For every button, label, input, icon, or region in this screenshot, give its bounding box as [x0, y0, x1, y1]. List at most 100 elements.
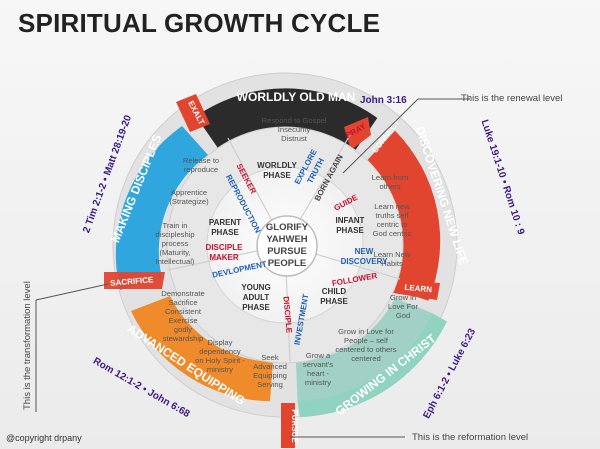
svg-text:Distrust: Distrust	[281, 134, 308, 143]
svg-text:PHASE: PHASE	[336, 226, 364, 235]
center-line-2: YAHWEH	[266, 234, 307, 245]
center-line-1: GLORIFY	[266, 222, 309, 233]
pursue-label: PURSUE	[290, 409, 299, 443]
svg-text:ministry: ministry	[305, 378, 331, 387]
band-bottom-left-arc	[131, 296, 273, 402]
svg-text:ministry: ministry	[207, 365, 233, 374]
svg-text:Demonstrate: Demonstrate	[161, 289, 204, 298]
band-bottom-right-inner	[296, 298, 433, 401]
svg-text:Serving: Serving	[257, 380, 283, 389]
center-line-4: PEOPLE	[268, 258, 307, 269]
ring-disciple-maker-2: MAKER	[209, 253, 239, 262]
ref-john: John 3:16	[360, 95, 407, 106]
svg-text:Respond to Gospel: Respond to Gospel	[261, 116, 326, 125]
phase-worldly: WORLDLY PHASE	[257, 161, 297, 180]
svg-text:(Maturity,: (Maturity,	[159, 248, 190, 257]
outer-text-seek: Seek Advanced Equipping Serving	[253, 353, 287, 389]
outer-text-release: Release to reproduce	[183, 156, 219, 174]
svg-text:discipleship: discipleship	[155, 230, 194, 239]
svg-text:process: process	[162, 239, 189, 248]
outer-text-demonstrate: Demonstrate Sacrifice Consistent Exercis…	[161, 289, 204, 343]
svg-text:Consistent: Consistent	[165, 307, 202, 316]
outer-text-grow-love-people: Grow in Love for People – self centered …	[335, 327, 396, 363]
svg-text:others: others	[379, 182, 400, 191]
ring-new: NEW	[355, 247, 374, 256]
svg-text:Advanced: Advanced	[253, 362, 287, 371]
svg-text:servant's: servant's	[303, 360, 333, 369]
ref-luke: Luke 19:1-10 • Rom 10 : 9	[479, 118, 527, 236]
transformation-text: This is the transformation level	[22, 281, 33, 410]
outer-text-apprentice: Apprentice (Strategize)	[169, 188, 209, 206]
svg-text:PHASE: PHASE	[211, 228, 239, 237]
sacrifice-tab	[104, 272, 165, 289]
outer-text-servant: Grow a servant's heart - ministry	[303, 351, 333, 387]
svg-text:Grow in: Grow in	[390, 293, 416, 302]
band-right-arc	[367, 130, 441, 301]
svg-text:truths self: truths self	[376, 211, 410, 220]
outer-text-learn-from: Learn from others	[372, 173, 409, 191]
renewal-annotation: This is the renewal level	[342, 93, 562, 174]
sacrifice-label: SACRIFICE	[110, 275, 154, 288]
svg-text:INFANT: INFANT	[336, 216, 365, 225]
svg-text:Equipping: Equipping	[253, 371, 287, 380]
center-text: GLORIFY YAHWEH PURSUE PEOPLE	[266, 222, 309, 269]
svg-text:Sacrifice: Sacrifice	[168, 298, 197, 307]
svg-text:Intellectual): Intellectual)	[156, 257, 195, 266]
ring-discovery: DISCOVERY	[341, 257, 388, 266]
svg-text:Display: Display	[208, 338, 233, 347]
svg-text:Insecurity: Insecurity	[278, 125, 311, 134]
svg-text:WORLDLY: WORLDLY	[257, 161, 297, 170]
exalt-tab	[176, 94, 210, 132]
outer-text-grow-love: Grow in Love For God	[388, 293, 418, 320]
svg-text:PARENT: PARENT	[209, 218, 241, 227]
phase-infant: INFANT PHASE	[336, 216, 365, 235]
band-left-arc	[115, 126, 208, 290]
phase-young-adult: YOUNG ADULT PHASE	[241, 283, 270, 312]
svg-text:godly: godly	[174, 325, 192, 334]
renewal-text: This is the renewal level	[461, 93, 562, 104]
svg-text:Learn from: Learn from	[372, 173, 409, 182]
center-circle	[256, 215, 318, 277]
svg-text:People – self: People – self	[344, 336, 389, 345]
ring-disciple: DISCIPLE	[281, 296, 293, 334]
svg-text:CHILD: CHILD	[322, 287, 347, 296]
reformation-annotation: This is the reformation level	[290, 432, 528, 443]
copyright-text: @copyright drpany	[6, 433, 82, 443]
learn-label: LEARN	[404, 283, 432, 294]
svg-text:centered to others: centered to others	[335, 345, 396, 354]
phase-child: CHILD PHASE	[320, 287, 348, 306]
svg-text:Grow in Love for: Grow in Love for	[338, 327, 394, 336]
svg-text:PHASE: PHASE	[320, 297, 348, 306]
center-line-3: PURSUE	[267, 246, 307, 257]
svg-text:Apprentice: Apprentice	[171, 188, 207, 197]
svg-text:(Strategize): (Strategize)	[169, 197, 209, 206]
svg-text:heart -: heart -	[307, 369, 329, 378]
svg-text:Learn new: Learn new	[374, 202, 410, 211]
reformation-text: This is the reformation level	[412, 432, 528, 443]
svg-text:YOUNG: YOUNG	[241, 283, 270, 292]
svg-text:dependency: dependency	[199, 347, 241, 356]
pray-tab	[344, 117, 371, 150]
outer-text-top: Respond to Gospel Insecurity Distrust	[261, 116, 326, 143]
svg-text:Exercise: Exercise	[168, 316, 197, 325]
svg-text:reproduce: reproduce	[184, 165, 218, 174]
svg-text:Release to: Release to	[183, 156, 219, 165]
ring-disciple-maker-1: DISCIPLE	[206, 243, 244, 252]
band-bottom-right-arc	[297, 313, 447, 418]
svg-text:centric to: centric to	[377, 220, 408, 229]
svg-text:centered: centered	[351, 354, 381, 363]
svg-text:God centric: God centric	[373, 229, 412, 238]
outer-text-train: Train in discipleship process (Maturity,…	[155, 221, 195, 266]
svg-text:Habits: Habits	[381, 259, 403, 268]
page-title: SPIRITUAL GROWTH CYCLE	[18, 8, 381, 38]
transformation-annotation: This is the transformation level	[22, 281, 109, 412]
svg-text:Grow a: Grow a	[306, 351, 331, 360]
outer-text-learn-new-truths: Learn new truths self centric to God cen…	[373, 202, 412, 238]
svg-text:on Holy Spirit -: on Holy Spirit -	[195, 356, 245, 365]
outer-text-learn-new-habits: Learn New Habits	[374, 250, 411, 268]
svg-text:ADULT: ADULT	[243, 293, 270, 302]
svg-text:God: God	[396, 311, 410, 320]
band-top-arc	[196, 88, 378, 150]
